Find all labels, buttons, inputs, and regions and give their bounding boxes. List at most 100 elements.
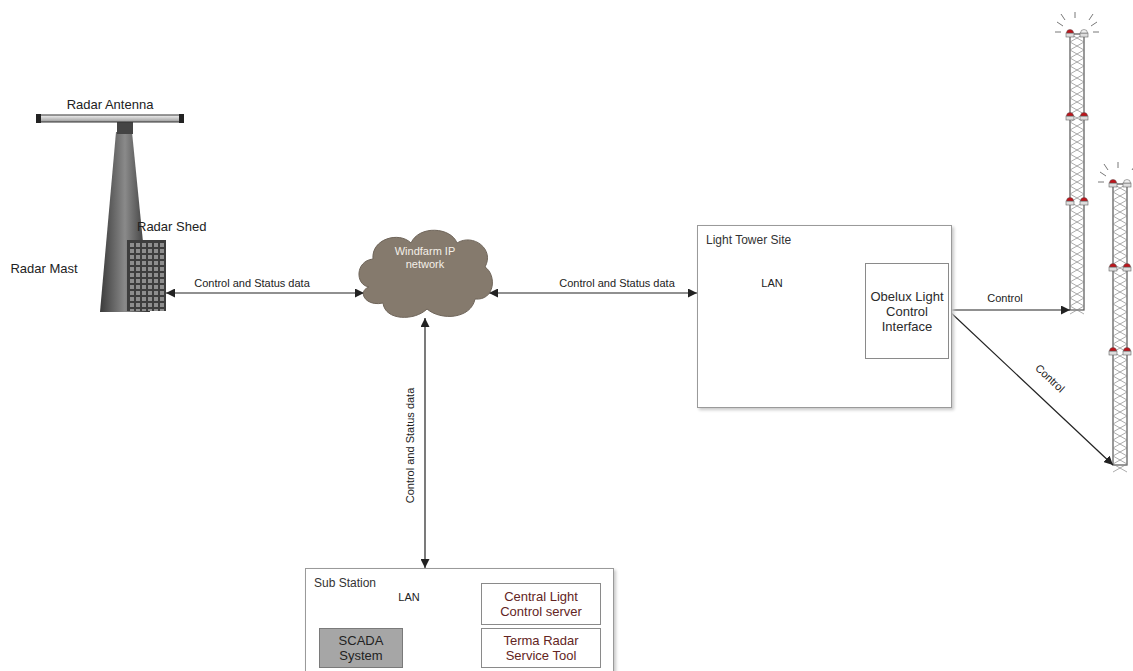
cloud-shape <box>355 225 495 320</box>
antenna-mount <box>117 121 133 134</box>
shed-panel <box>154 291 158 295</box>
lattice-brace <box>1070 274 1084 282</box>
light-dome <box>1067 198 1074 202</box>
shed-panel <box>154 261 158 265</box>
shed-panel <box>136 255 140 259</box>
shed-panel <box>160 267 164 271</box>
light-dome <box>1067 30 1074 34</box>
obstruction-light <box>1066 113 1074 120</box>
lattice-brace <box>1070 218 1084 226</box>
flash-mark <box>1055 32 1061 33</box>
lattice-brace <box>1113 280 1127 288</box>
lattice-brace <box>1070 90 1084 98</box>
shed-panel <box>160 261 164 265</box>
shed-panel <box>160 273 164 277</box>
shed-panel <box>148 249 152 253</box>
radar-shed: Radar Shed <box>127 240 166 311</box>
lattice-brace <box>1070 258 1084 266</box>
cloud-outline <box>359 230 492 317</box>
shed-panel <box>154 297 158 301</box>
shed-panel <box>160 279 164 283</box>
light-dome <box>1081 198 1088 202</box>
part-label: Radar Mast <box>8 261 79 276</box>
shed-panel <box>136 267 140 271</box>
shed-panel <box>130 255 134 259</box>
network-label: LAN <box>396 591 421 604</box>
shed-panel <box>154 309 158 311</box>
light-base <box>1109 183 1117 187</box>
light-base <box>1123 267 1131 271</box>
light-dome <box>1081 30 1088 34</box>
lattice-brace <box>1070 122 1084 130</box>
shed-panel <box>160 249 164 253</box>
obstruction-light <box>1109 180 1117 187</box>
lattice-brace <box>1070 82 1084 90</box>
shed-panel <box>130 297 134 301</box>
lattice-brace <box>1113 248 1127 256</box>
lattice-brace <box>1070 242 1084 250</box>
connector <box>489 292 697 293</box>
lattice-brace <box>1070 266 1084 274</box>
obstruction-light <box>1109 264 1117 271</box>
shed-panel <box>148 243 152 247</box>
shed-panel <box>148 279 152 283</box>
obstruction-light <box>1123 264 1131 271</box>
obstruction-light <box>1123 348 1131 355</box>
shed-panel <box>142 273 146 277</box>
light-towers <box>1055 12 1133 472</box>
light-base <box>1080 116 1088 120</box>
lattice-brace <box>1113 360 1127 368</box>
shed-panel <box>142 267 146 271</box>
shed-panel <box>142 243 146 247</box>
connector <box>166 292 364 293</box>
lattice-brace <box>1113 368 1127 376</box>
shed-panel <box>142 297 146 301</box>
node-text: Central Light Control server <box>486 589 596 619</box>
lattice-brace <box>1113 216 1127 224</box>
flash-mark <box>1118 162 1119 168</box>
lattice-brace <box>1113 304 1127 312</box>
obstruction-light <box>1109 348 1117 355</box>
antenna-end <box>36 114 41 123</box>
lattice-brace <box>1070 162 1084 170</box>
lattice-brace <box>1070 234 1084 242</box>
shed-panel <box>136 273 140 277</box>
shed-panel <box>160 255 164 259</box>
control-line <box>948 309 1070 310</box>
lattice-brace <box>1113 424 1127 432</box>
site-box: Light Tower SiteObelux Light Control Int… <box>697 225 952 408</box>
shed-panel <box>136 303 140 307</box>
lattice-brace <box>1113 200 1127 208</box>
light-base <box>1080 33 1088 37</box>
shed-panel <box>142 285 146 289</box>
lattice-brace <box>1113 392 1127 400</box>
lattice-brace <box>1070 66 1084 74</box>
lattice-brace <box>1113 208 1127 216</box>
light-base <box>1109 267 1117 271</box>
edge-label: Control and Status data <box>557 277 677 290</box>
light-dome <box>1124 180 1131 183</box>
interface-box: Obelux Light Control Interface <box>865 263 949 359</box>
shed-panel <box>148 303 152 307</box>
flash-mark <box>1075 12 1076 18</box>
lattice-brace <box>1113 328 1127 336</box>
lattice-brace <box>1070 282 1084 290</box>
signal-label: Control <box>1031 360 1069 396</box>
shed-panel <box>148 267 152 271</box>
lattice-brace <box>1113 456 1127 464</box>
shed-panel <box>160 303 164 307</box>
shed-panel <box>130 249 134 253</box>
shed-panel <box>154 243 158 247</box>
edge-label: Control and Status data <box>192 277 312 290</box>
lattice-brace <box>1113 256 1127 264</box>
shed-panel <box>154 285 158 289</box>
lattice-brace <box>1113 464 1127 472</box>
shed-panel <box>142 255 146 259</box>
lattice-brace <box>1113 296 1127 304</box>
light-dome <box>1124 264 1131 267</box>
lattice-brace <box>1070 178 1084 186</box>
node-text: Obelux Light Control Interface <box>870 289 944 334</box>
light-dome <box>1110 348 1117 351</box>
light-base <box>1123 351 1131 355</box>
